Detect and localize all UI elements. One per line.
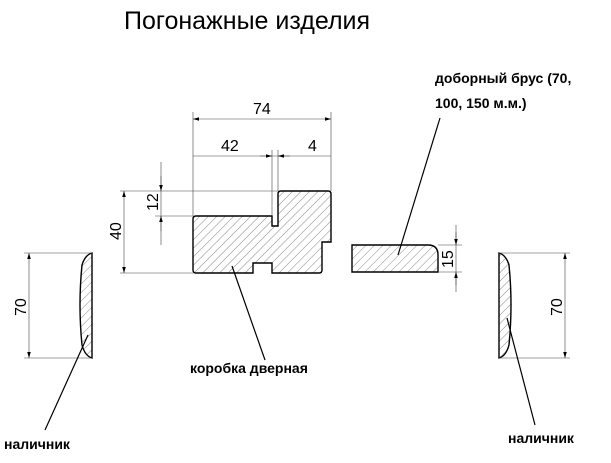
page-title: Погонажные изделия: [124, 7, 370, 35]
dim-42: 42: [221, 138, 239, 155]
dobor-label-line1: доборный брус (70,: [435, 70, 571, 86]
casing-right-profile: 70 наличник: [498, 252, 575, 446]
door-frame-label: коробка дверная: [190, 360, 308, 376]
casing-left-label: наличник: [4, 436, 71, 452]
dim-4: 4: [308, 138, 317, 155]
casing-left-profile: 70 наличник: [4, 252, 93, 452]
dim-12: 12: [145, 193, 162, 211]
casing-right-label: наличник: [508, 430, 575, 446]
dim-40: 40: [108, 222, 125, 240]
dim-70-left: 70: [13, 298, 30, 316]
dim-15: 15: [440, 250, 457, 268]
dim-70-right: 70: [549, 298, 566, 316]
door-frame-profile: 74 42 4 40 12: [108, 101, 332, 274]
dobor-label-line2: 100, 150 м.м.): [435, 95, 527, 111]
extension-bar-profile: 15 доборный брус (70, 100, 150 м.м.): [351, 70, 571, 292]
dim-74: 74: [253, 101, 271, 118]
